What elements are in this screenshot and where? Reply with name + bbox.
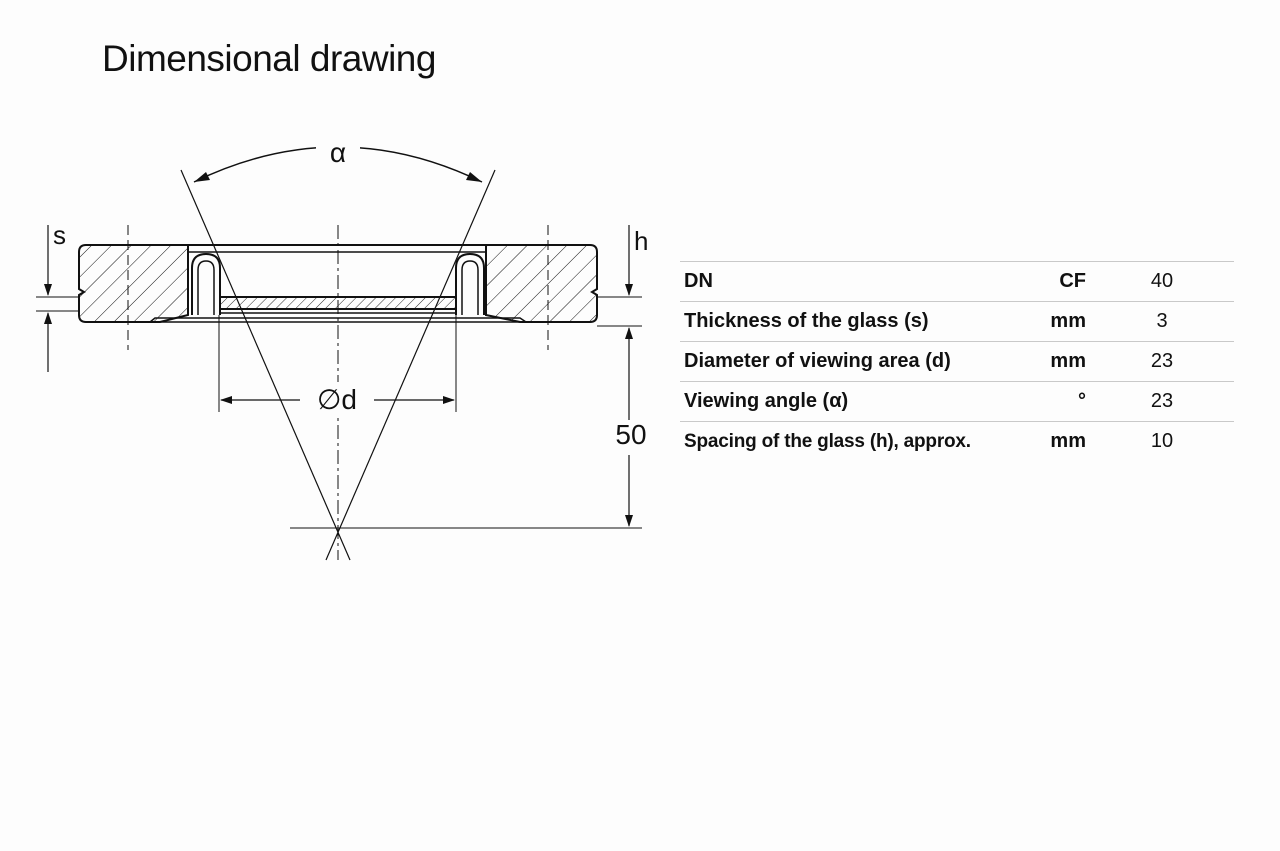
h-label: h	[634, 226, 648, 256]
table-row: Spacing of the glass (h), approx. mm 10	[680, 421, 1234, 462]
weld-lip-left	[191, 252, 221, 315]
table-row: Viewing angle (α) ° 23	[680, 381, 1234, 422]
row-unit: °	[1078, 390, 1086, 412]
row-unit: mm	[1050, 430, 1086, 453]
s-label: s	[53, 220, 66, 250]
row-value: 3	[1156, 310, 1168, 332]
flange-left	[78, 244, 189, 323]
table-row: Thickness of the glass (s) mm 3	[680, 301, 1234, 342]
row-value: 23	[1150, 390, 1174, 412]
table-row: DN CF 40	[680, 261, 1234, 302]
specification-table: DN CF 40 Thickness of the glass (s) mm 3…	[680, 261, 1234, 462]
row-label: Diameter of viewing area (d)	[684, 350, 951, 372]
diameter-label: ∅d	[317, 384, 357, 415]
flange-right	[485, 244, 598, 323]
row-label: Thickness of the glass (s)	[684, 310, 929, 332]
row-label: DN	[684, 270, 713, 292]
row-unit: mm	[1050, 350, 1086, 372]
dimensional-drawing: α s h 50 ∅d	[36, 137, 648, 561]
table-row: Diameter of viewing area (d) mm 23	[680, 341, 1234, 382]
row-unit: mm	[1050, 310, 1086, 332]
page-title: Dimensional drawing	[102, 38, 436, 79]
row-value: 40	[1150, 270, 1174, 292]
row-value: 23	[1150, 350, 1174, 372]
weld-lip-right	[455, 252, 485, 315]
alpha-label: α	[330, 137, 346, 168]
distance-label: 50	[615, 419, 646, 450]
row-value: 10	[1150, 430, 1174, 453]
row-unit: CF	[1059, 270, 1086, 292]
row-label: Viewing angle (α)	[684, 390, 849, 412]
row-label: Spacing of the glass (h), approx.	[684, 430, 971, 452]
